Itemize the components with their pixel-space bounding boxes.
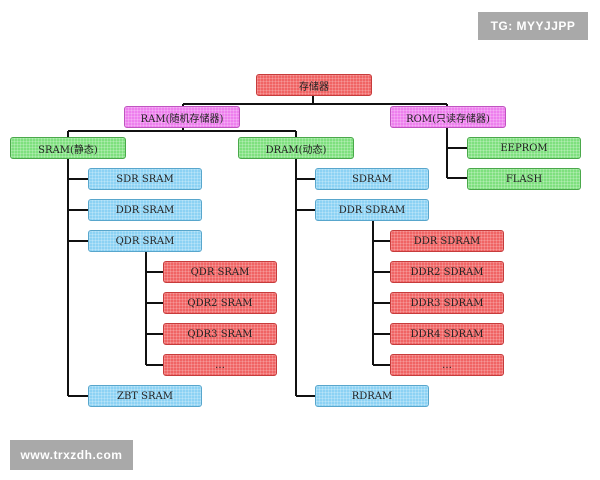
node-qdr-sram: QDR SRAM (88, 230, 202, 252)
node-ddr-gen2: DDR2 SDRAM (390, 261, 504, 283)
node-dram: DRAM(动态) (238, 137, 354, 159)
node-sdr-sram: SDR SRAM (88, 168, 202, 190)
node-zbt-sram: ZBT SRAM (88, 385, 202, 407)
node-qdr-gen2: QDR2 SRAM (163, 292, 277, 314)
watermark-top: TG: MYYJJPP (478, 12, 588, 40)
node-eeprom: EEPROM (467, 137, 581, 159)
watermark-bottom: www.trxzdh.com (10, 440, 133, 470)
node-ddr-sram: DDR SRAM (88, 199, 202, 221)
node-sdram: SDRAM (315, 168, 429, 190)
node-ddr-gen4: DDR4 SDRAM (390, 323, 504, 345)
node-ram: RAM(随机存储器) (124, 106, 240, 128)
node-rom: ROM(只读存储器) (390, 106, 506, 128)
node-qdr-gen3: QDR3 SRAM (163, 323, 277, 345)
node-ddr-sdram: DDR SDRAM (315, 199, 429, 221)
node-ddr-more: … (390, 354, 504, 376)
node-root: 存储器 (256, 74, 372, 96)
node-flash: FLASH (467, 168, 581, 190)
node-ddr-gen3: DDR3 SDRAM (390, 292, 504, 314)
node-qdr-gen1: QDR SRAM (163, 261, 277, 283)
node-rdram: RDRAM (315, 385, 429, 407)
node-qdr-more: … (163, 354, 277, 376)
node-sram: SRAM(静态) (10, 137, 126, 159)
node-ddr-gen1: DDR SDRAM (390, 230, 504, 252)
